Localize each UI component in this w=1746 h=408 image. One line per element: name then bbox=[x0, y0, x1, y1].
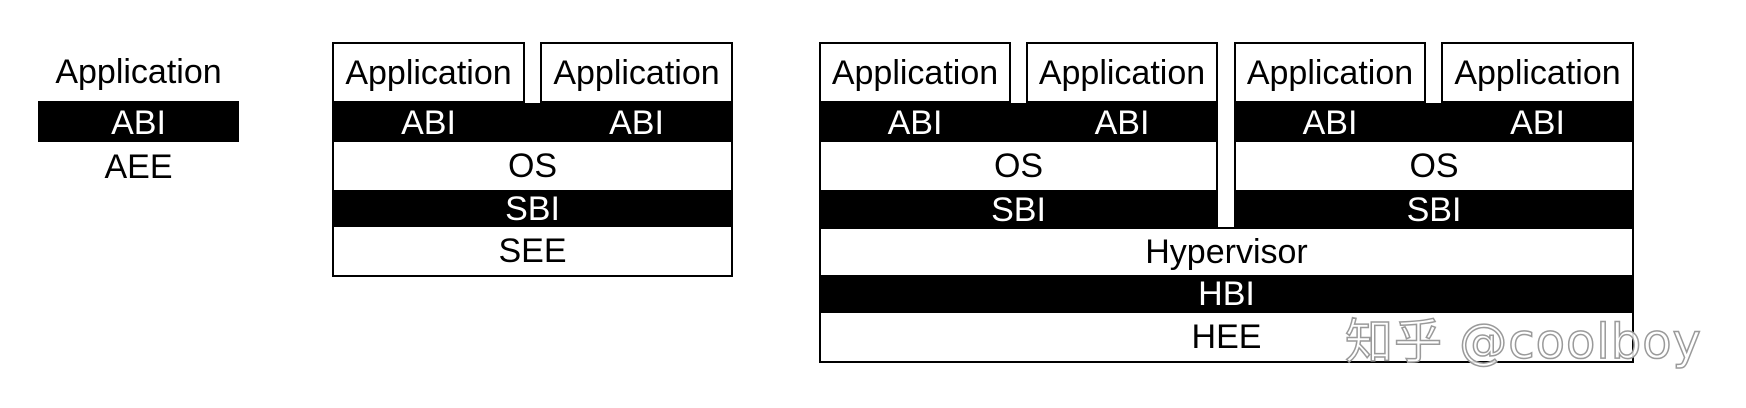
application-block-5: Application bbox=[1236, 44, 1424, 103]
application-block-6: Application bbox=[1443, 44, 1632, 103]
abi-block-3: ABI bbox=[819, 103, 1011, 142]
abi-block: ABI bbox=[38, 103, 239, 142]
application-block-2: Application bbox=[542, 44, 731, 103]
abi-block-1: ABI bbox=[332, 103, 525, 142]
watermark: 知乎 @coolboy bbox=[1344, 313, 1702, 371]
hbi-block: HBI bbox=[819, 275, 1634, 313]
application-block-3: Application bbox=[821, 44, 1009, 103]
sbi-block-left: SBI bbox=[819, 190, 1218, 229]
application-block: Application bbox=[38, 42, 239, 103]
sbi-block: SBI bbox=[332, 190, 733, 227]
os-block: OS bbox=[334, 142, 731, 190]
hypervisor-block: Hypervisor bbox=[821, 229, 1632, 275]
abi-block-2: ABI bbox=[540, 103, 733, 142]
abi-bridge-right bbox=[1426, 103, 1441, 142]
abi-block-4: ABI bbox=[1026, 103, 1218, 142]
see-block: SEE bbox=[334, 227, 731, 275]
abi-bridge-left bbox=[1011, 103, 1026, 142]
application-block-1: Application bbox=[334, 44, 523, 103]
aee-block: AEE bbox=[38, 142, 239, 191]
sbi-block-right: SBI bbox=[1234, 190, 1634, 229]
abi-block-5: ABI bbox=[1234, 103, 1426, 142]
os-block-right: OS bbox=[1236, 142, 1632, 190]
application-block-4: Application bbox=[1028, 44, 1216, 103]
os-block-left: OS bbox=[821, 142, 1216, 190]
hee-block: HEE bbox=[821, 313, 1632, 361]
abi-block-6: ABI bbox=[1441, 103, 1634, 142]
